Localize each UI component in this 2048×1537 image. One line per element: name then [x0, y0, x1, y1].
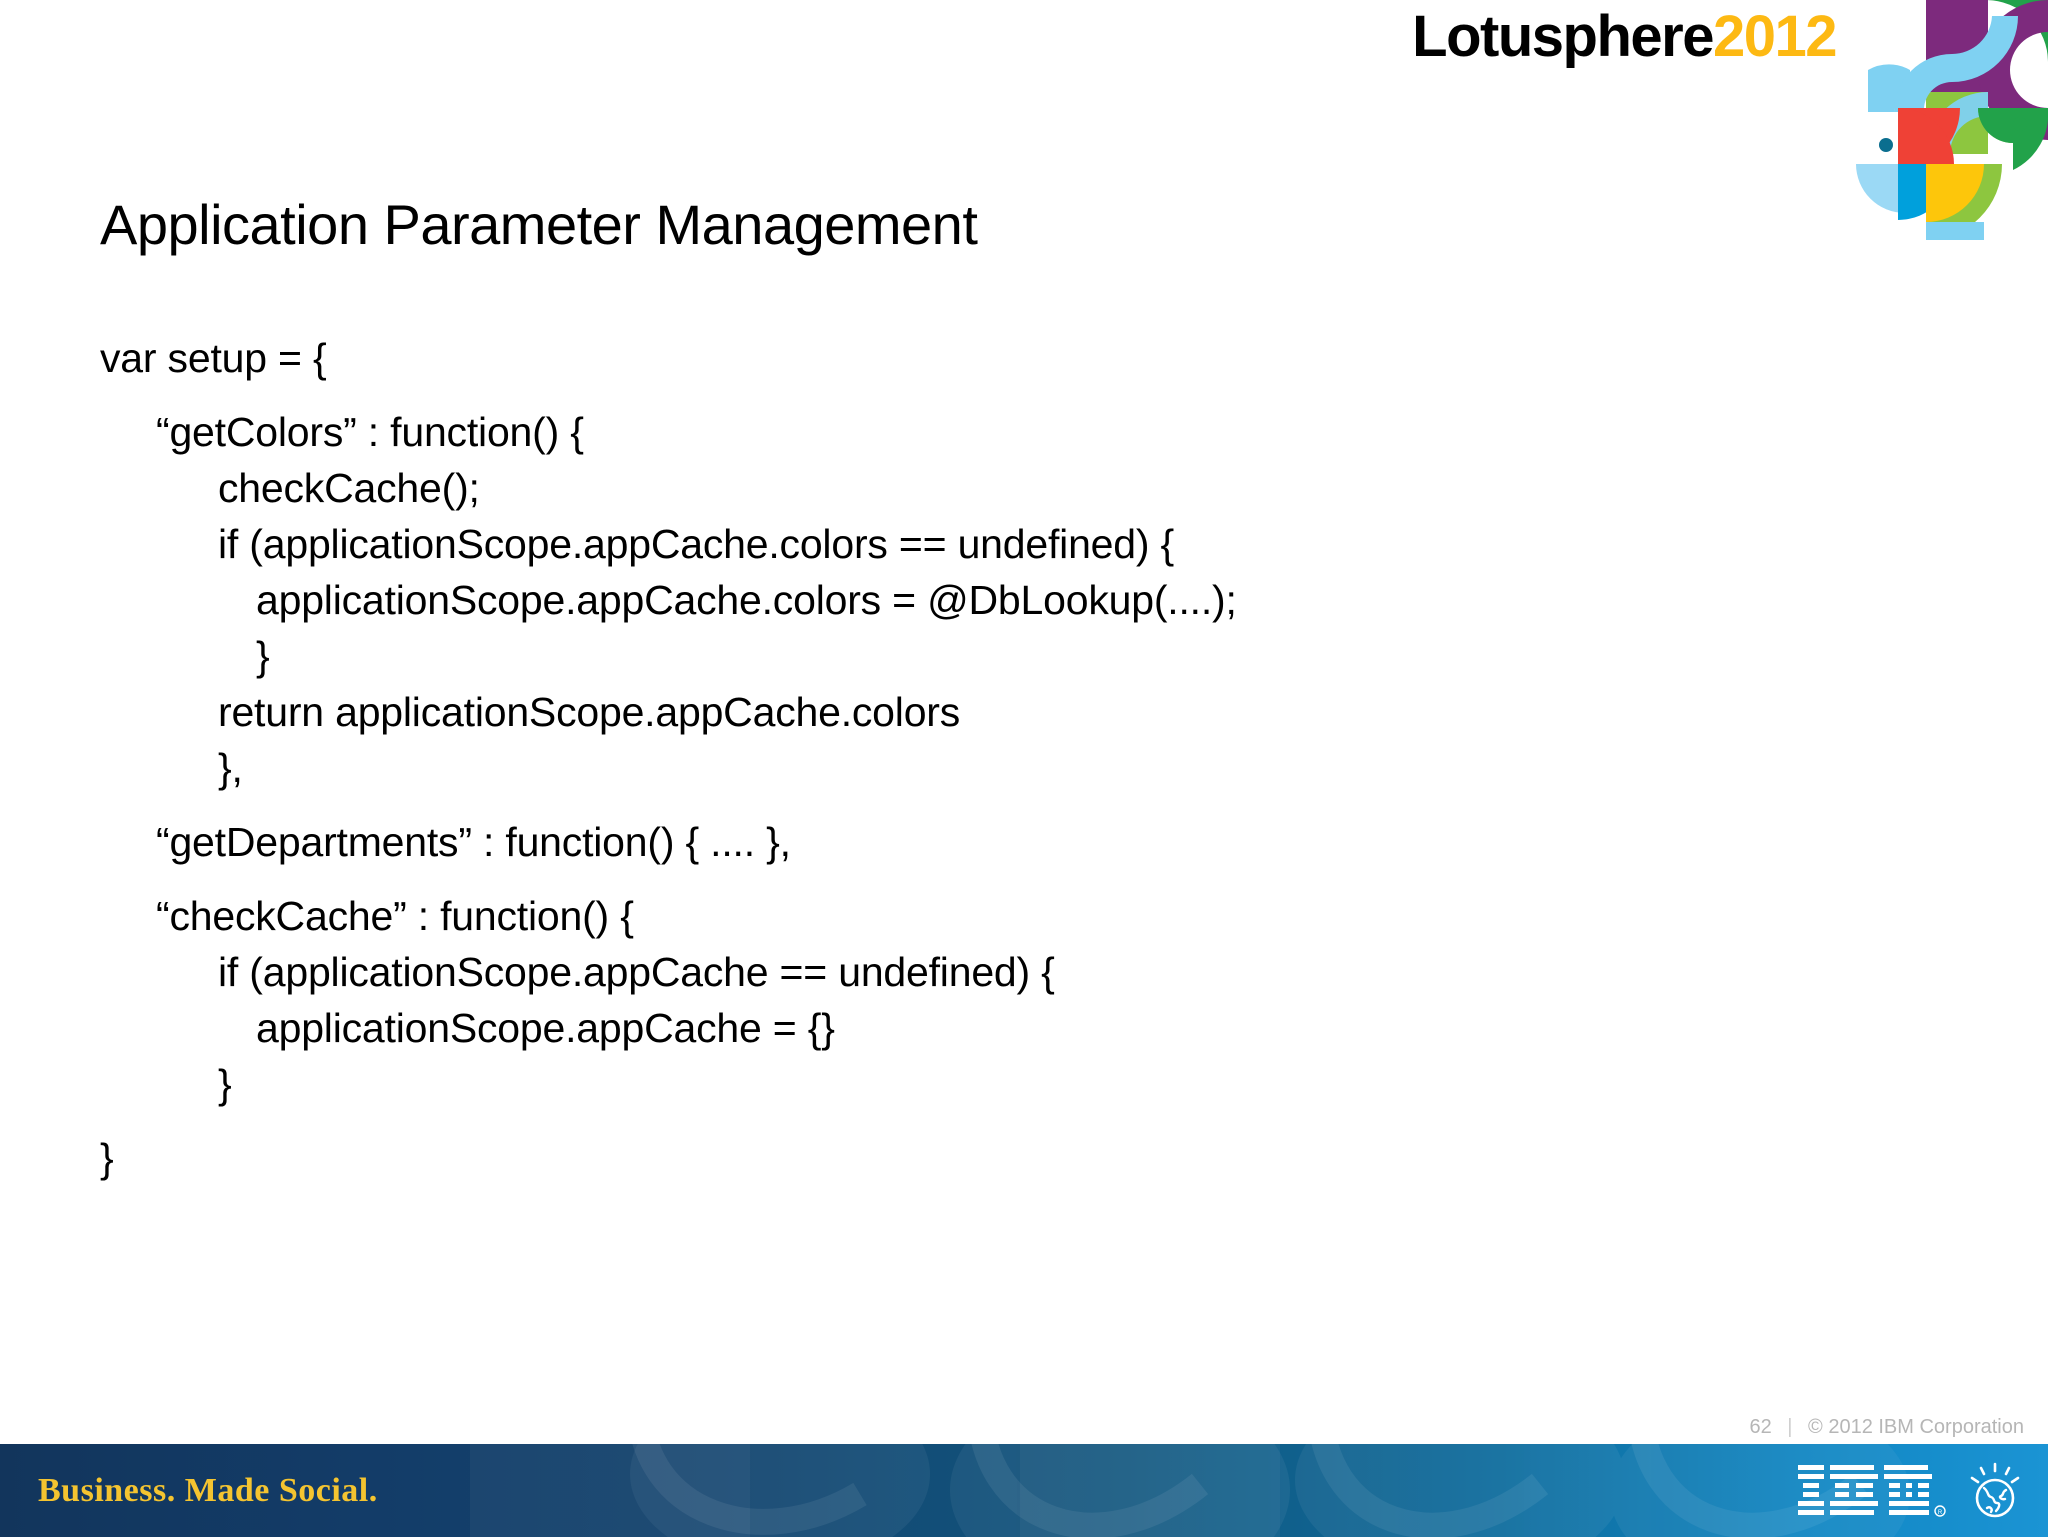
- bottom-banner: Business. Made Social.: [0, 1444, 2048, 1537]
- code-line: return applicationScope.appCache.colors: [218, 689, 961, 735]
- branding-area: Lotusphere2012: [1398, 0, 2048, 240]
- smarter-planet-globe-icon: [1970, 1462, 2020, 1517]
- code-line: if (applicationScope.appCache.colors == …: [218, 521, 1175, 567]
- wordmark-lotusphere: Lotusphere: [1412, 4, 1714, 69]
- svg-text:R: R: [1938, 1510, 1943, 1516]
- code-line: “getDepartments” : function() { .... },: [156, 819, 791, 865]
- wordmark-year: 2012: [1712, 4, 1838, 69]
- page-number: 62: [1749, 1416, 1772, 1438]
- code-line: “getColors” : function() {: [156, 409, 584, 455]
- footer-meta: 62 | © 2012 IBM Corporation: [1749, 1416, 2024, 1439]
- banner-decorative-arcs: [470, 1444, 1910, 1537]
- code-line: var setup = {: [100, 335, 327, 381]
- ibm-logo: R: [1798, 1464, 1946, 1517]
- tagline-text: Business. Made Social.: [38, 1471, 378, 1509]
- code-line: if (applicationScope.appCache == undefin…: [218, 949, 1055, 995]
- code-line: }: [218, 1061, 232, 1107]
- footer-separator: |: [1787, 1416, 1793, 1438]
- copyright-text: © 2012 IBM Corporation: [1808, 1416, 2024, 1438]
- code-block: var setup = { “getColors” : function() { c…: [100, 330, 1850, 1186]
- ibm-branding: R: [1798, 1461, 2024, 1521]
- code-line: },: [218, 745, 243, 791]
- lotusphere-abstract-mark-icon: [1856, 0, 2048, 240]
- page-title: Application Parameter Management: [100, 193, 978, 256]
- code-line: applicationScope.appCache.colors = @DbLo…: [256, 577, 1237, 623]
- code-line: applicationScope.appCache = {}: [256, 1005, 835, 1051]
- lotusphere-wordmark: Lotusphere2012: [1412, 8, 1837, 66]
- code-line: }: [100, 1135, 114, 1181]
- code-line: “checkCache” : function() {: [156, 893, 634, 939]
- code-line: checkCache();: [218, 465, 480, 511]
- code-line: }: [256, 633, 270, 679]
